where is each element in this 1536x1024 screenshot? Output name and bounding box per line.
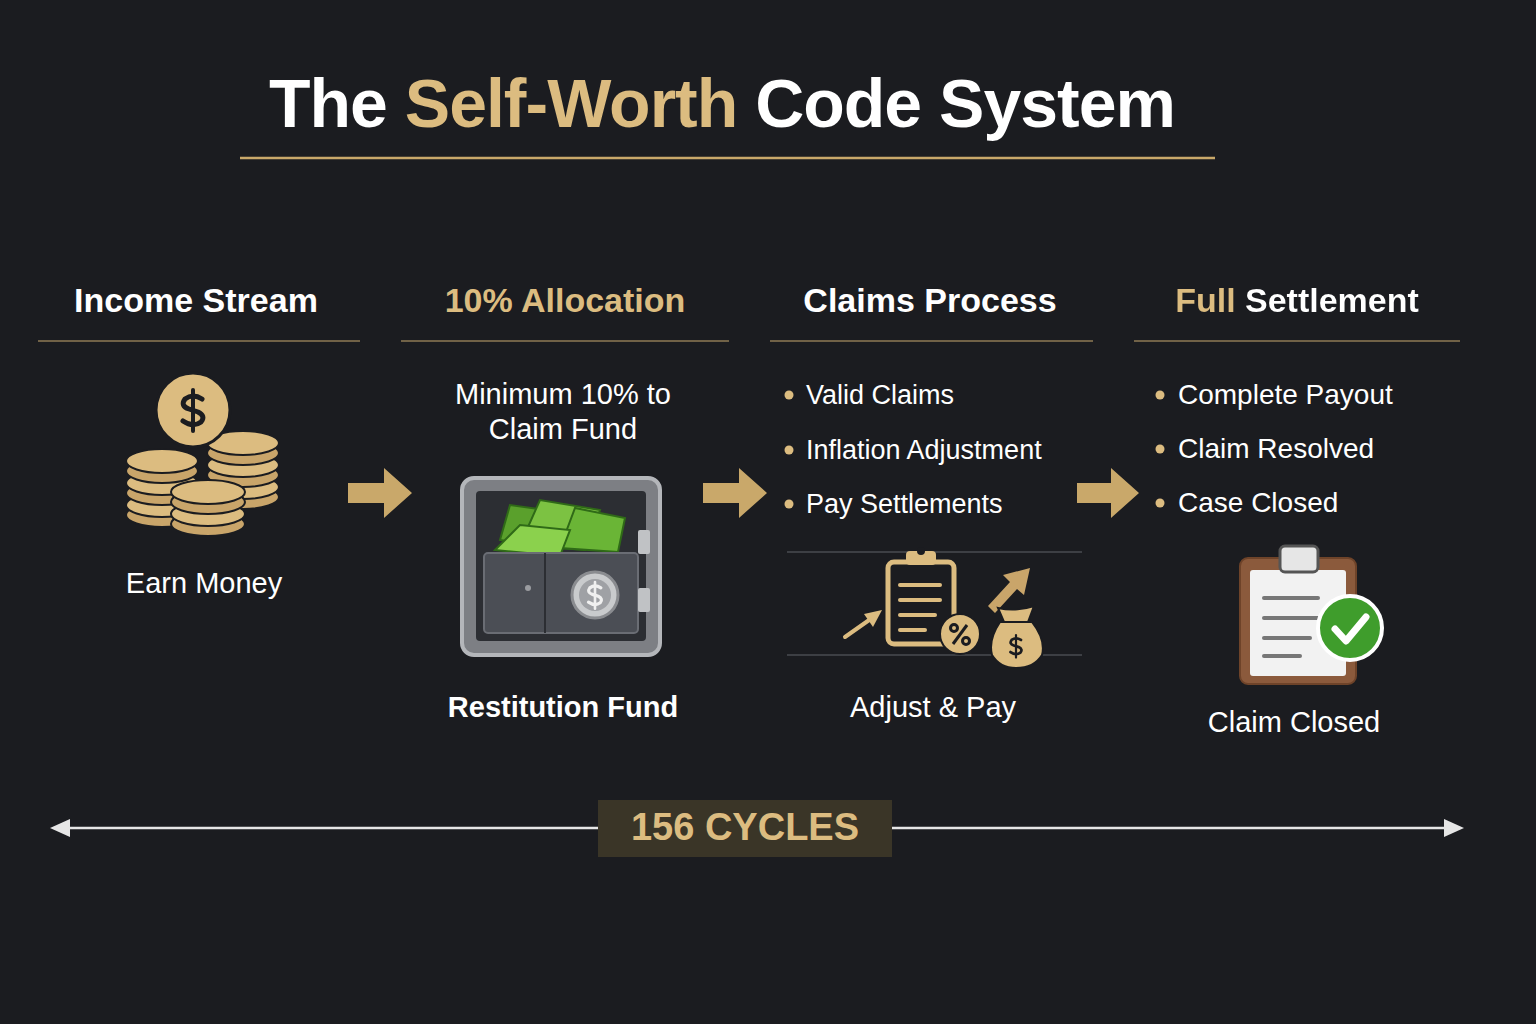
- bullet-item: Complete Payout: [1178, 378, 1393, 412]
- icon-caption: Restitution Fund: [448, 690, 678, 725]
- safe-icon: [462, 478, 660, 655]
- process-column: Claims ProcessValid ClaimsInflation Adju…: [770, 262, 1074, 762]
- arrow-shape: [703, 468, 767, 518]
- arrow-shape: [348, 468, 412, 518]
- bullet-item: Claim Resolved: [1178, 432, 1374, 466]
- clipboard-check-icon: [1240, 546, 1382, 684]
- column-underlines: [38, 340, 1460, 342]
- claims-icon: [787, 547, 1082, 668]
- column-description: Minimum 10% to Claim Fund: [432, 377, 694, 447]
- bullet-item: Pay Settlements: [806, 488, 1003, 520]
- icon-caption: Adjust & Pay: [850, 690, 1016, 725]
- bullet-item: Inflation Adjustment: [806, 434, 1042, 466]
- icon-caption: Earn Money: [126, 566, 282, 601]
- cycle-band: 156 CYCLES: [598, 800, 892, 857]
- coins-icon: [126, 373, 279, 536]
- block-arrow: [703, 468, 767, 518]
- cycle-count: 156 CYCLES: [631, 805, 859, 851]
- block-arrow: [1077, 468, 1139, 518]
- process-column: Income StreamEarn Money: [38, 262, 345, 762]
- column-heading: 10% Allocation: [445, 280, 686, 321]
- title-underline: [240, 157, 1215, 160]
- process-column: 10% AllocationMinimum 10% to Claim FundR…: [415, 262, 700, 762]
- bullet-item: Case Closed: [1178, 486, 1338, 520]
- icon-caption: Claim Closed: [1208, 705, 1380, 740]
- bullet-item: Valid Claims: [806, 379, 954, 411]
- block-arrow: [348, 468, 412, 518]
- diagram-title: The Self-Worth Code System: [269, 63, 1175, 145]
- process-column: Full SettlementComplete PayoutClaim Reso…: [1142, 262, 1460, 762]
- column-heading: Income Stream: [74, 280, 318, 321]
- column-heading: Full Settlement: [1175, 280, 1419, 321]
- arrow-shape: [1077, 468, 1139, 518]
- column-heading: Claims Process: [803, 280, 1056, 321]
